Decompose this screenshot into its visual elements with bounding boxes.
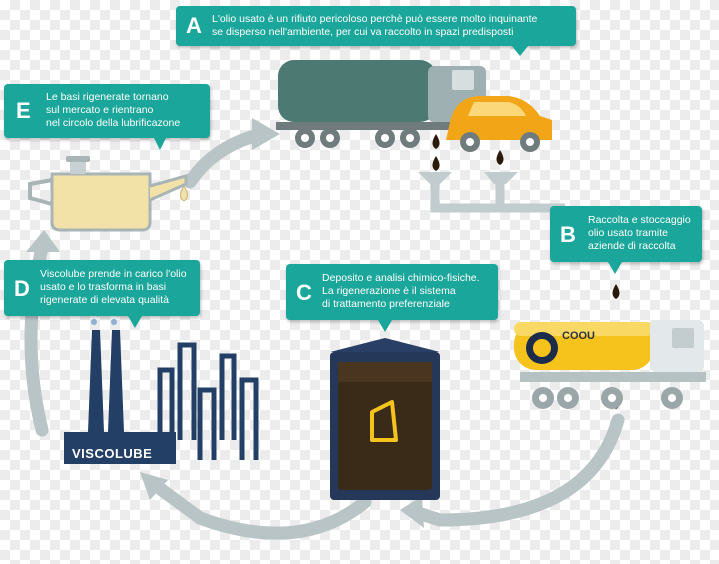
callout-step-a: A L'olio usato è un rifiuto pericoloso p… [176, 6, 576, 56]
arrowhead-to-truck [252, 118, 280, 150]
step-letter-c: C [296, 280, 312, 305]
step-letter-a: A [186, 13, 202, 38]
callout-step-c: C Deposito e analisi chimico-fisiche. La… [286, 264, 498, 332]
step-letter-d: D [14, 276, 30, 301]
callout-step-e: E Le basi rigenerate tornano sul mercato… [4, 84, 210, 150]
arrowhead-to-factory [140, 472, 168, 500]
arrowhead-to-depot [400, 496, 424, 528]
step-text-b: Raccolta e stoccaggio olio usato tramite… [588, 214, 691, 252]
callout-step-d: D Viscolube prende in carico l'olio usat… [4, 260, 200, 328]
step-text-d: Viscolube prende in carico l'olio usato … [40, 268, 187, 306]
oil-can-icon [28, 156, 188, 232]
step-text-c: Deposito e analisi chimico-fisiche. La r… [322, 272, 480, 310]
oil-drop-icon [180, 185, 188, 202]
depot-logo-icon [370, 400, 398, 442]
step-letter-e: E [16, 98, 31, 123]
callout-tail [378, 320, 392, 332]
callout-step-b: B Raccolta e stoccaggio olio usato trami… [550, 206, 702, 274]
cycle-arrow-c-to-d [151, 480, 372, 540]
tank-truck [276, 60, 490, 148]
oil-drop-icon [432, 156, 440, 171]
collection-pipe [430, 178, 565, 213]
cycle-arrow-b-to-c [408, 413, 625, 527]
oil-drop-icon [496, 150, 504, 165]
step-text-a: L'olio usato è un rifiuto pericoloso per… [212, 13, 538, 38]
callout-tail [512, 46, 528, 56]
viscolube-logo: VISCOLUBE [72, 446, 153, 461]
callout-tail [154, 138, 166, 150]
coou-tanker [514, 320, 706, 409]
callout-tail [608, 262, 622, 274]
oil-drop-icon [612, 284, 620, 299]
oil-drop-icon [432, 134, 440, 149]
cycle-arrow-e-to-a [183, 127, 269, 189]
callout-tail [128, 316, 142, 328]
car [446, 96, 552, 152]
funnel-right [484, 172, 518, 184]
coou-logo: COOU [562, 330, 595, 342]
funnel-left [418, 172, 452, 184]
step-letter-b: B [560, 222, 576, 247]
arrowhead-to-can [26, 230, 60, 252]
viscolube-factory [64, 305, 259, 464]
step-text-e: Le basi rigenerate tornano sul mercato e… [46, 91, 181, 129]
storage-depot [330, 338, 440, 500]
